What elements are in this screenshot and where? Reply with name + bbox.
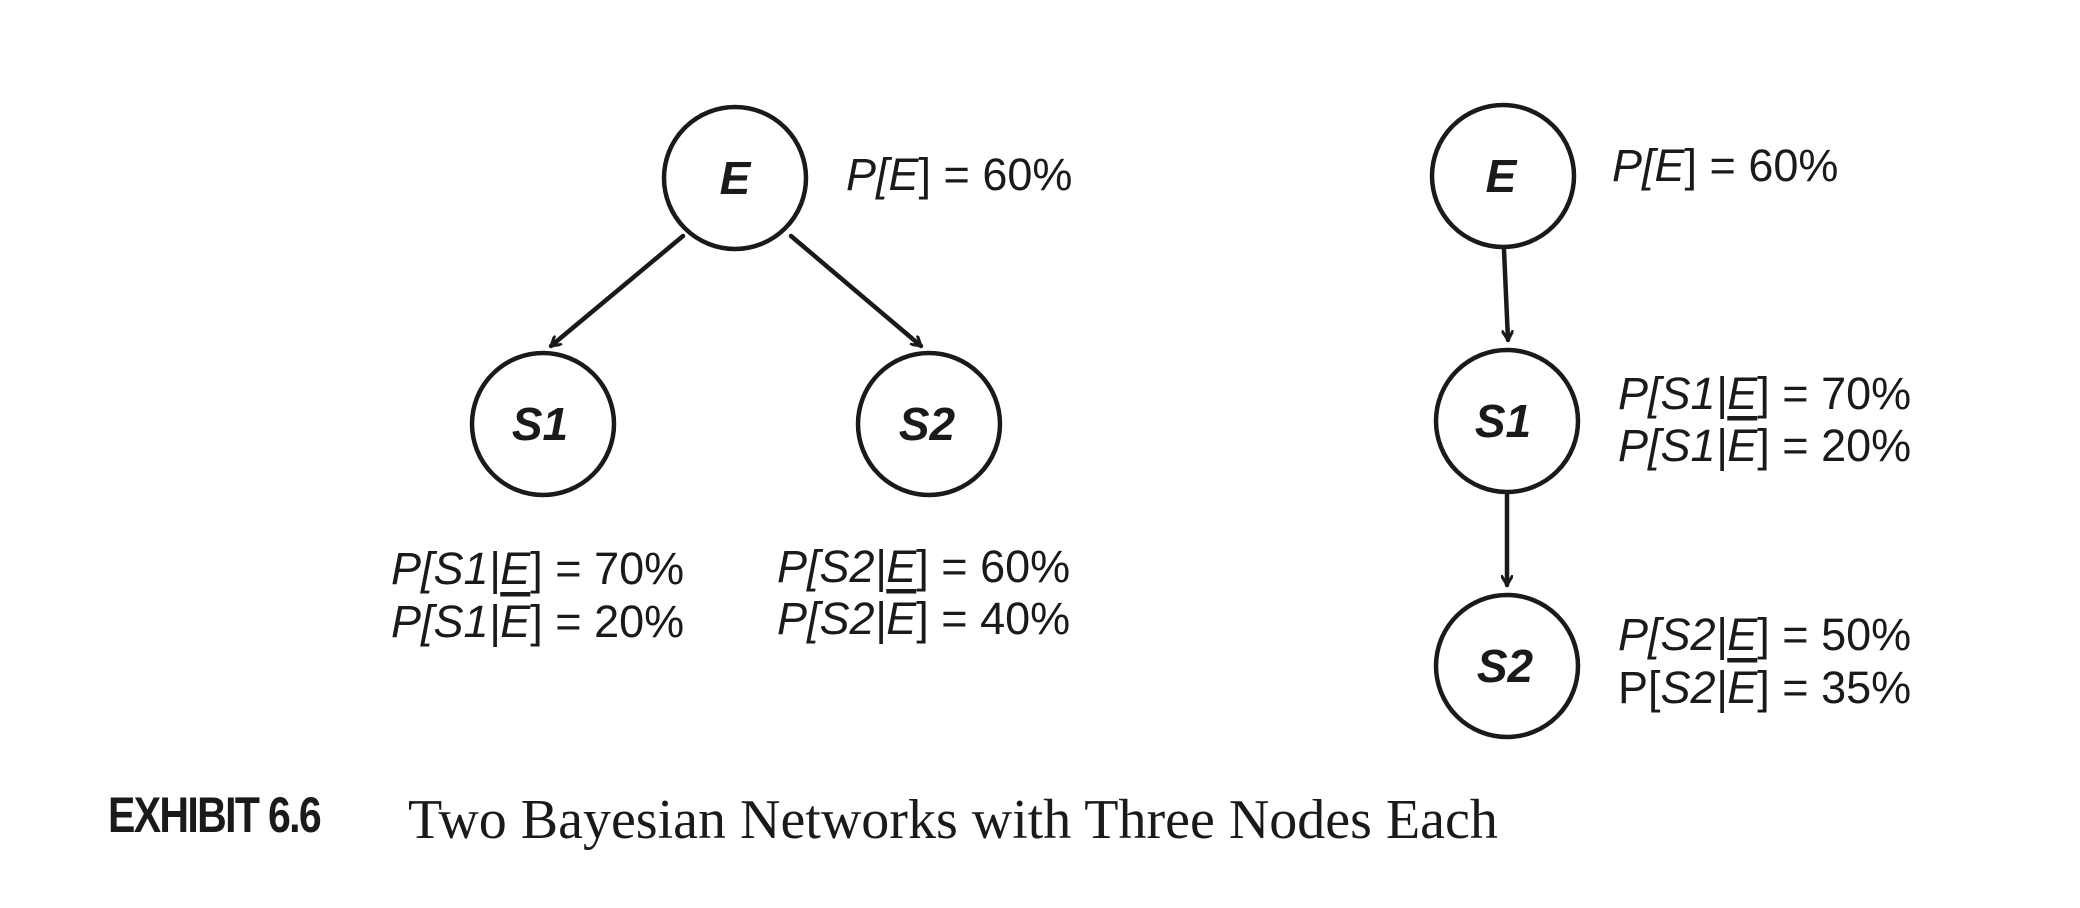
node-label: S2 <box>899 398 956 450</box>
prob-s2-given-e-left: P[S2|E] = 60% <box>777 541 1070 592</box>
edge-e-to-s1-right <box>1504 247 1508 340</box>
prob-s1-given-e-right: P[S1|E] = 70% <box>1618 368 1911 419</box>
prob-s2-given-e-right: P[S2|E] = 50% <box>1618 609 1911 660</box>
node-e-right: E <box>1429 102 1577 250</box>
edge-e-to-s2-left <box>788 233 924 349</box>
prob-e-right: P[E] = 60% <box>1612 140 1838 191</box>
node-label: E <box>720 152 752 204</box>
node-label: S2 <box>1477 640 1534 692</box>
exhibit-label: EXHIBIT 6.6 <box>108 787 322 843</box>
node-label: E <box>1486 150 1518 202</box>
node-label: S1 <box>1475 395 1531 447</box>
prob-s1-given-not-e-right: P[S1|E] = 20% <box>1618 420 1911 471</box>
prob-e-left: P[E] = 60% <box>846 149 1072 200</box>
prob-s2-given-not-e-left: P[S2|E] = 40% <box>777 593 1070 644</box>
prob-s2-given-not-e-right: P[S2|E] = 35% <box>1618 662 1911 713</box>
right-network: E S1 S2 P[E] = 60% P[S1|E] = 70% P[S1|E]… <box>1429 102 1911 740</box>
node-s2-left: S2 <box>855 350 1003 498</box>
node-e-left: E <box>661 104 809 252</box>
node-s2-right: S2 <box>1433 592 1581 740</box>
prob-s1-given-not-e-left: P[S1|E] = 20% <box>391 596 684 647</box>
edge-e-to-s1-left <box>548 233 686 349</box>
node-s1-right: S1 <box>1433 347 1581 495</box>
left-network: E S1 S2 P[E] = 60% P[S1|E] = 70% P[S1|E]… <box>391 104 1072 647</box>
exhibit-title: Two Bayesian Networks with Three Nodes E… <box>408 789 1498 851</box>
prob-s1-given-e-left: P[S1|E] = 70% <box>391 543 684 594</box>
node-s1-left: S1 <box>469 350 617 498</box>
node-label: S1 <box>512 398 568 450</box>
